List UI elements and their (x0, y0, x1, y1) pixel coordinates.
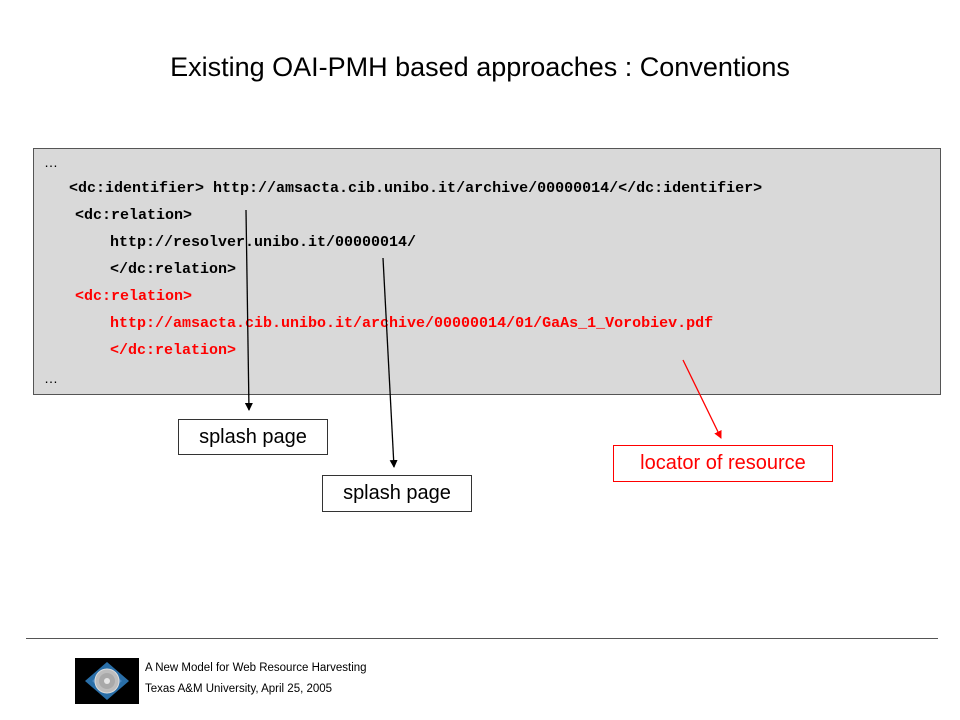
relation2-close-tag: </dc:relation> (110, 342, 237, 359)
ellipsis-top: … (44, 154, 58, 170)
footer-divider (26, 638, 938, 639)
relation2-value: http://amsacta.cib.unibo.it/archive/0000… (110, 315, 714, 332)
ellipsis-bottom: … (44, 370, 58, 386)
logo (75, 658, 139, 704)
locator-of-resource-label: locator of resource (613, 445, 833, 482)
footer-affiliation-date: Texas A&M University, April 25, 2005 (145, 683, 333, 695)
arrow-relation1-to-splash2 (382, 257, 398, 468)
relation1-open-tag: <dc:relation> (75, 207, 193, 224)
splash-page-label-1: splash page (178, 419, 328, 455)
relation1-close-tag: </dc:relation> (110, 261, 237, 278)
relation2-open-tag: <dc:relation> (75, 288, 193, 305)
relation1-value: http://resolver.unibo.it/00000014/ (110, 234, 417, 251)
code-block: … <dc:identifier> http://amsacta.cib.uni… (33, 148, 941, 395)
slide-title: Existing OAI-PMH based approaches : Conv… (170, 52, 790, 82)
arrow-relation2-to-locator (682, 359, 722, 439)
footer-title: A New Model for Web Resource Harvesting (145, 662, 367, 674)
arrow-identifier-to-splash1 (244, 209, 253, 411)
splash-page-label-2: splash page (322, 475, 472, 512)
identifier-line: <dc:identifier> http://amsacta.cib.unibo… (69, 180, 763, 197)
